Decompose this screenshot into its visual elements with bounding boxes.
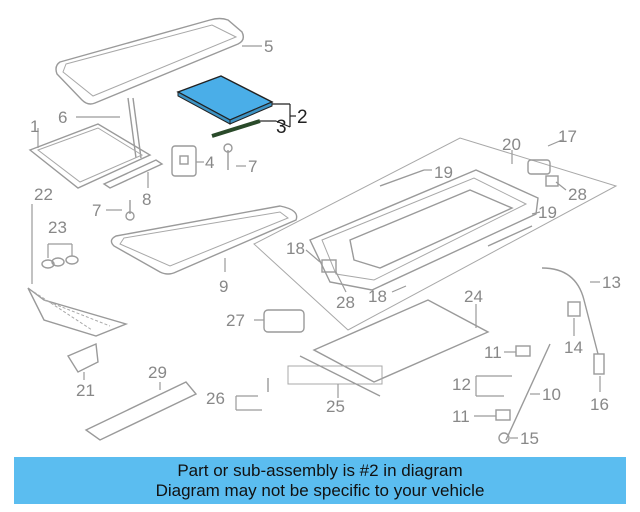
part-12-clip [475,375,512,397]
part-19-guide [379,169,541,247]
callout-17: 17 [558,127,577,146]
part-16-grommet [593,353,605,392]
callout-14: 14 [564,338,583,357]
callout-18a: 18 [286,239,305,258]
callout-4: 4 [205,153,214,172]
callout-11a: 11 [484,343,502,362]
part-25-rail [287,355,383,398]
callout-2: 2 [297,107,308,128]
part-14-clip [567,301,581,336]
callout-28a: 28 [568,185,587,204]
parts-diagram: 1 2 3 4 5 6 7 7 8 9 10 11 11 12 13 14 15… [27,17,621,448]
banner-line-1: Part or sub-assembly is #2 in diagram [177,460,463,480]
part-26-screw [235,378,269,411]
part-1-shade-panel [28,123,152,189]
callout-21: 21 [76,381,95,400]
callout-25: 25 [326,397,345,416]
part-29-trim [84,381,198,441]
callout-27: 27 [226,311,245,330]
part-11-clip [474,345,531,421]
banner-line-2: Diagram may not be specific to your vehi… [155,480,485,500]
part-9-frame [110,205,298,275]
callout-7a: 7 [248,157,257,176]
part-7-bolt [106,143,246,221]
part-15-grommet [498,432,518,444]
part-20-motor [511,150,551,175]
part-13-cable [541,267,600,355]
part-6-rod [76,97,142,159]
callout-11b: 11 [452,407,470,426]
callout-3: 3 [276,117,287,138]
part-2-glass-panel [176,75,296,127]
part-8-rail [102,159,164,189]
part-18-bracket [305,249,407,293]
part-10-drain [505,343,551,441]
part-24-sunshade [312,299,490,383]
part-4-bracket [171,145,204,177]
callout-29: 29 [148,363,167,382]
info-banner: Part or sub-assembly is #2 in diagram Di… [14,457,626,504]
part-5-seal [55,17,262,105]
part-27-motor [254,309,305,333]
callout-19b: 19 [538,203,557,222]
part-21-cover [66,342,99,380]
callout-8: 8 [142,190,151,209]
callout-5: 5 [264,37,273,56]
callout-13: 13 [602,273,621,292]
callout-12: 12 [452,375,471,394]
part-17-frame-assembly [253,137,618,331]
callout-6: 6 [58,108,67,127]
callout-19a: 19 [434,163,453,182]
part-28-clip [321,175,567,293]
callout-23: 23 [48,218,67,237]
callout-20: 20 [502,135,521,154]
part-22-deflector [27,204,129,337]
callout-10: 10 [542,385,561,404]
callout-28b: 28 [336,293,355,312]
callout-9: 9 [219,277,228,296]
callout-26: 26 [206,389,225,408]
part-23-clip [41,243,79,269]
callout-labels: 1 2 3 4 5 6 7 7 8 9 10 11 11 12 13 14 15… [30,37,621,448]
callout-1: 1 [30,117,39,136]
callout-22: 22 [34,185,53,204]
callout-15: 15 [520,429,539,448]
part-3-strip [211,119,291,138]
callout-24: 24 [464,287,483,306]
callout-7b: 7 [92,201,101,220]
callout-18b: 18 [368,287,387,306]
callout-16: 16 [590,395,609,414]
